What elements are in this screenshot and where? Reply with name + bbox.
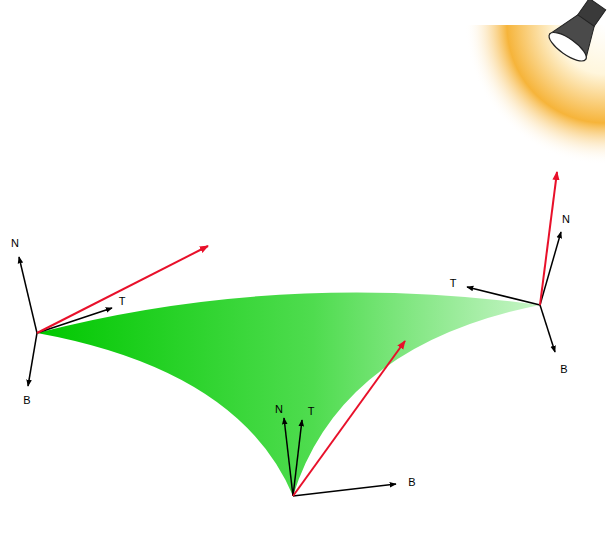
tbn-frame-left xyxy=(19,257,112,386)
light-vector xyxy=(540,172,557,305)
light-vector xyxy=(37,246,208,333)
binormal-label: B xyxy=(560,364,567,375)
normal-label: N xyxy=(562,214,570,225)
normal-label: N xyxy=(275,404,283,415)
normal-label: N xyxy=(11,238,19,249)
binormal-label: B xyxy=(408,477,415,488)
lamp-icon xyxy=(545,0,615,66)
binormal-label: B xyxy=(23,395,30,406)
surface-patch xyxy=(37,293,540,497)
light-vector xyxy=(293,341,405,496)
tangent-label: T xyxy=(450,278,457,289)
tangent-label: T xyxy=(308,406,315,417)
tangent-label: T xyxy=(119,296,126,307)
